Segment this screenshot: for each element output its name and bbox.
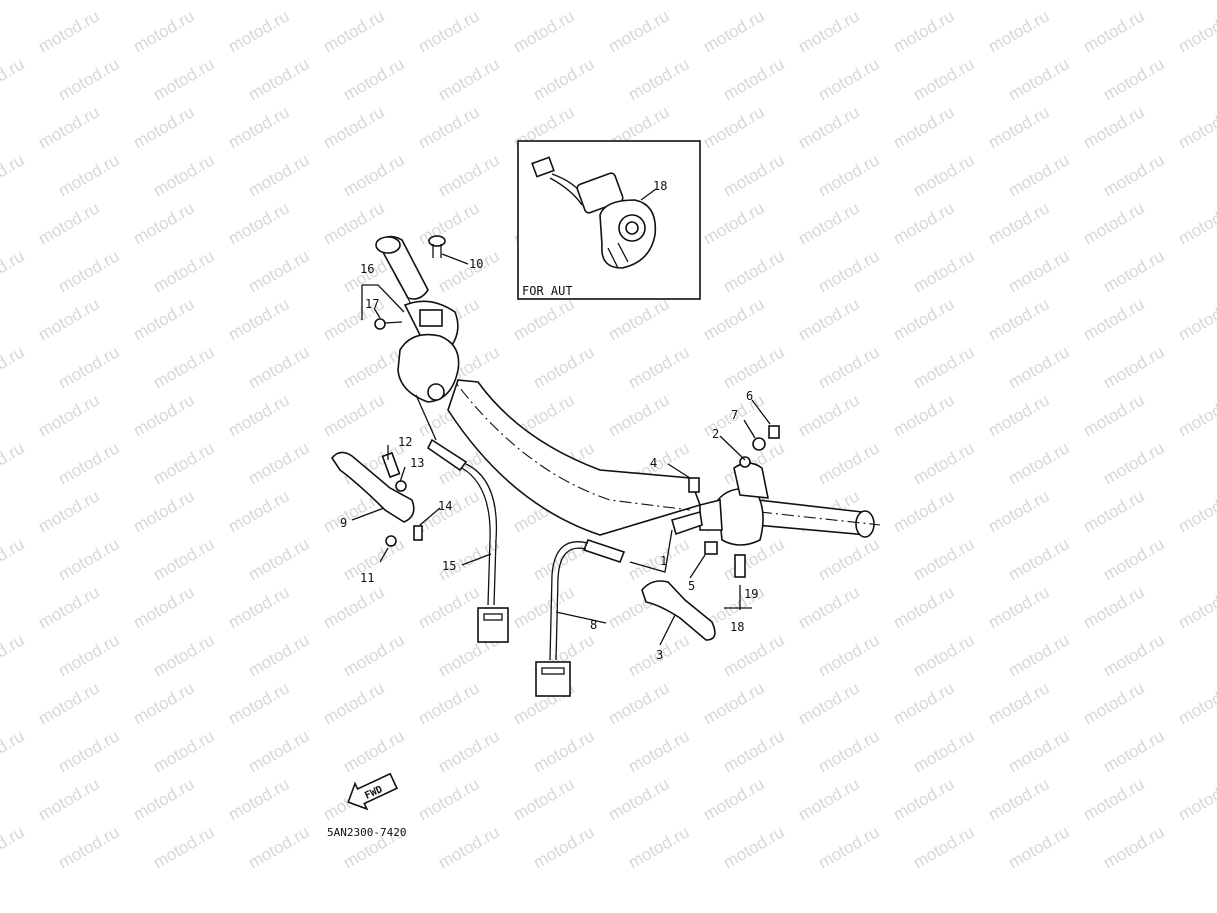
left-switch-assembly — [374, 300, 460, 403]
small-bolts — [688, 425, 780, 578]
switch-cable-15 — [415, 394, 509, 643]
inset-callout-18: 18 — [653, 179, 667, 193]
inset-box: 18 FOR AUT — [517, 140, 701, 300]
callout-3: 3 — [656, 648, 663, 662]
handlebar — [375, 235, 881, 538]
bolt-10 — [428, 235, 469, 265]
callout-4: 4 — [650, 456, 657, 470]
diagram-code: 5AN2300-7420 — [327, 826, 406, 839]
callout-11: 11 — [360, 571, 374, 585]
callout-8: 8 — [590, 618, 597, 632]
callout-18: 18 — [730, 620, 744, 634]
callout-13: 13 — [410, 456, 424, 470]
callout-2: 2 — [712, 427, 719, 441]
inset-caption: FOR AUT — [522, 284, 573, 298]
leader-lines — [351, 284, 771, 646]
callout-9: 9 — [340, 516, 347, 530]
callout-1: 1 — [660, 554, 667, 568]
clutch-lever — [331, 451, 423, 547]
callout-16: 16 — [360, 262, 374, 276]
brake-lever — [641, 580, 716, 641]
callout-19: 19 — [744, 587, 758, 601]
right-switch-assembly — [671, 462, 769, 555]
brake-switch-cable-8 — [535, 539, 626, 697]
callout-10: 10 — [469, 257, 483, 271]
callout-5: 5 — [688, 579, 695, 593]
callout-15: 15 — [442, 559, 456, 573]
callout-14: 14 — [438, 499, 452, 513]
callout-17: 17 — [365, 297, 379, 311]
callout-12: 12 — [398, 435, 412, 449]
callout-labels: 1 2 3 4 5 6 7 8 9 10 11 12 13 14 15 16 1… — [340, 257, 758, 662]
callout-7: 7 — [731, 408, 738, 422]
fwd-arrow: FWD — [347, 772, 399, 811]
callout-6: 6 — [746, 389, 753, 403]
